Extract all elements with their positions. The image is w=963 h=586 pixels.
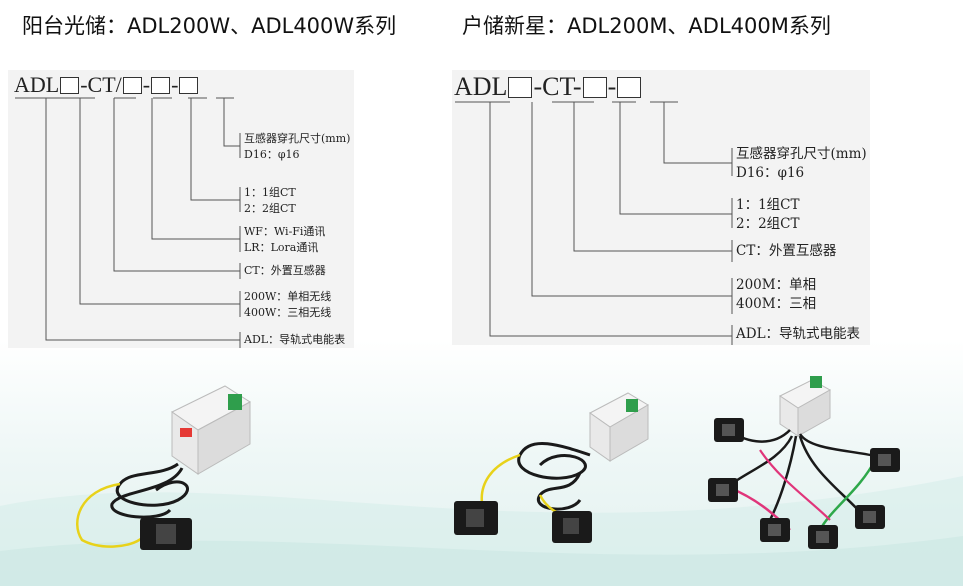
model-slot-box [582,76,607,98]
model-slot-box [60,76,80,94]
model-separator: - [607,72,617,101]
product-photo-adl-w [76,385,251,550]
din-meter-icon [171,385,251,475]
model-separator: - [142,72,151,97]
current-transformer-icon [760,518,790,542]
code-description-product: ADL：导轨式电能表 [244,333,346,346]
model-slot-box [617,76,642,98]
code-description-ct-size: 互感器穿孔尺寸(mm) D16：φ16 [244,132,351,161]
heading-balcony-storage: 阳台光储：ADL200W、ADL400W系列 [22,14,397,38]
current-transformer-icon [870,448,900,472]
bracket-lines [15,97,241,348]
model-code: ADL -CT/ - - [14,72,199,98]
code-description-ct-size: 互感器穿孔尺寸(mm) D16：φ16 [736,146,867,181]
heading-household-storage: 户储新星：ADL200M、ADL400M系列 [462,14,831,38]
model-slot-box [151,76,171,94]
code-description-phase: 200M：单相 400M：三相 [736,277,817,312]
code-description-phase: 200W：单相无线 400W：三相无线 [244,290,332,319]
model-slot-box [179,76,199,94]
current-transformer-icon [808,525,838,549]
code-description-product: ADL：导轨式电能表 [736,326,861,342]
din-meter-icon [779,376,832,437]
model-code: ADL -CT- - [454,72,642,102]
model-code-diagram-left: ADL -CT/ - - 互感器穿孔尺寸(mm) D16：φ16 1：1组CT … [8,70,354,348]
code-description-ct-group: 1：1组CT 2：2组CT [736,197,800,232]
current-transformer-icon [454,501,498,535]
code-description-ct-group: 1：1组CT 2：2组CT [244,186,296,215]
current-transformer-icon [708,478,738,502]
code-description-external-ct: CT：外置互感器 [736,243,837,259]
bracket-lines [455,101,733,345]
current-transformer-icon [855,505,885,529]
product-photo-adl-m [454,392,649,543]
model-separator: - [171,72,179,97]
current-transformer-icon [714,418,744,442]
model-prefix: ADL [454,72,508,101]
model-slot-box [508,76,533,98]
model-separator: -CT- [533,72,582,101]
model-slot-box [122,76,142,94]
code-description-communication: WF：Wi-Fi通讯 LR：Lora通讯 [244,225,326,254]
model-code-diagram-right: ADL -CT- - 互感器穿孔尺寸(mm) D16：φ16 1：1组CT 2：… [452,70,870,345]
product-photo-adl-m-three-phase [708,376,900,549]
model-separator: -CT/ [80,72,122,97]
din-meter-icon [589,392,649,462]
code-description-external-ct: CT：外置互感器 [244,264,326,277]
model-prefix: ADL [14,72,60,97]
current-transformer-icon [552,511,592,543]
current-transformer-icon [140,518,192,550]
